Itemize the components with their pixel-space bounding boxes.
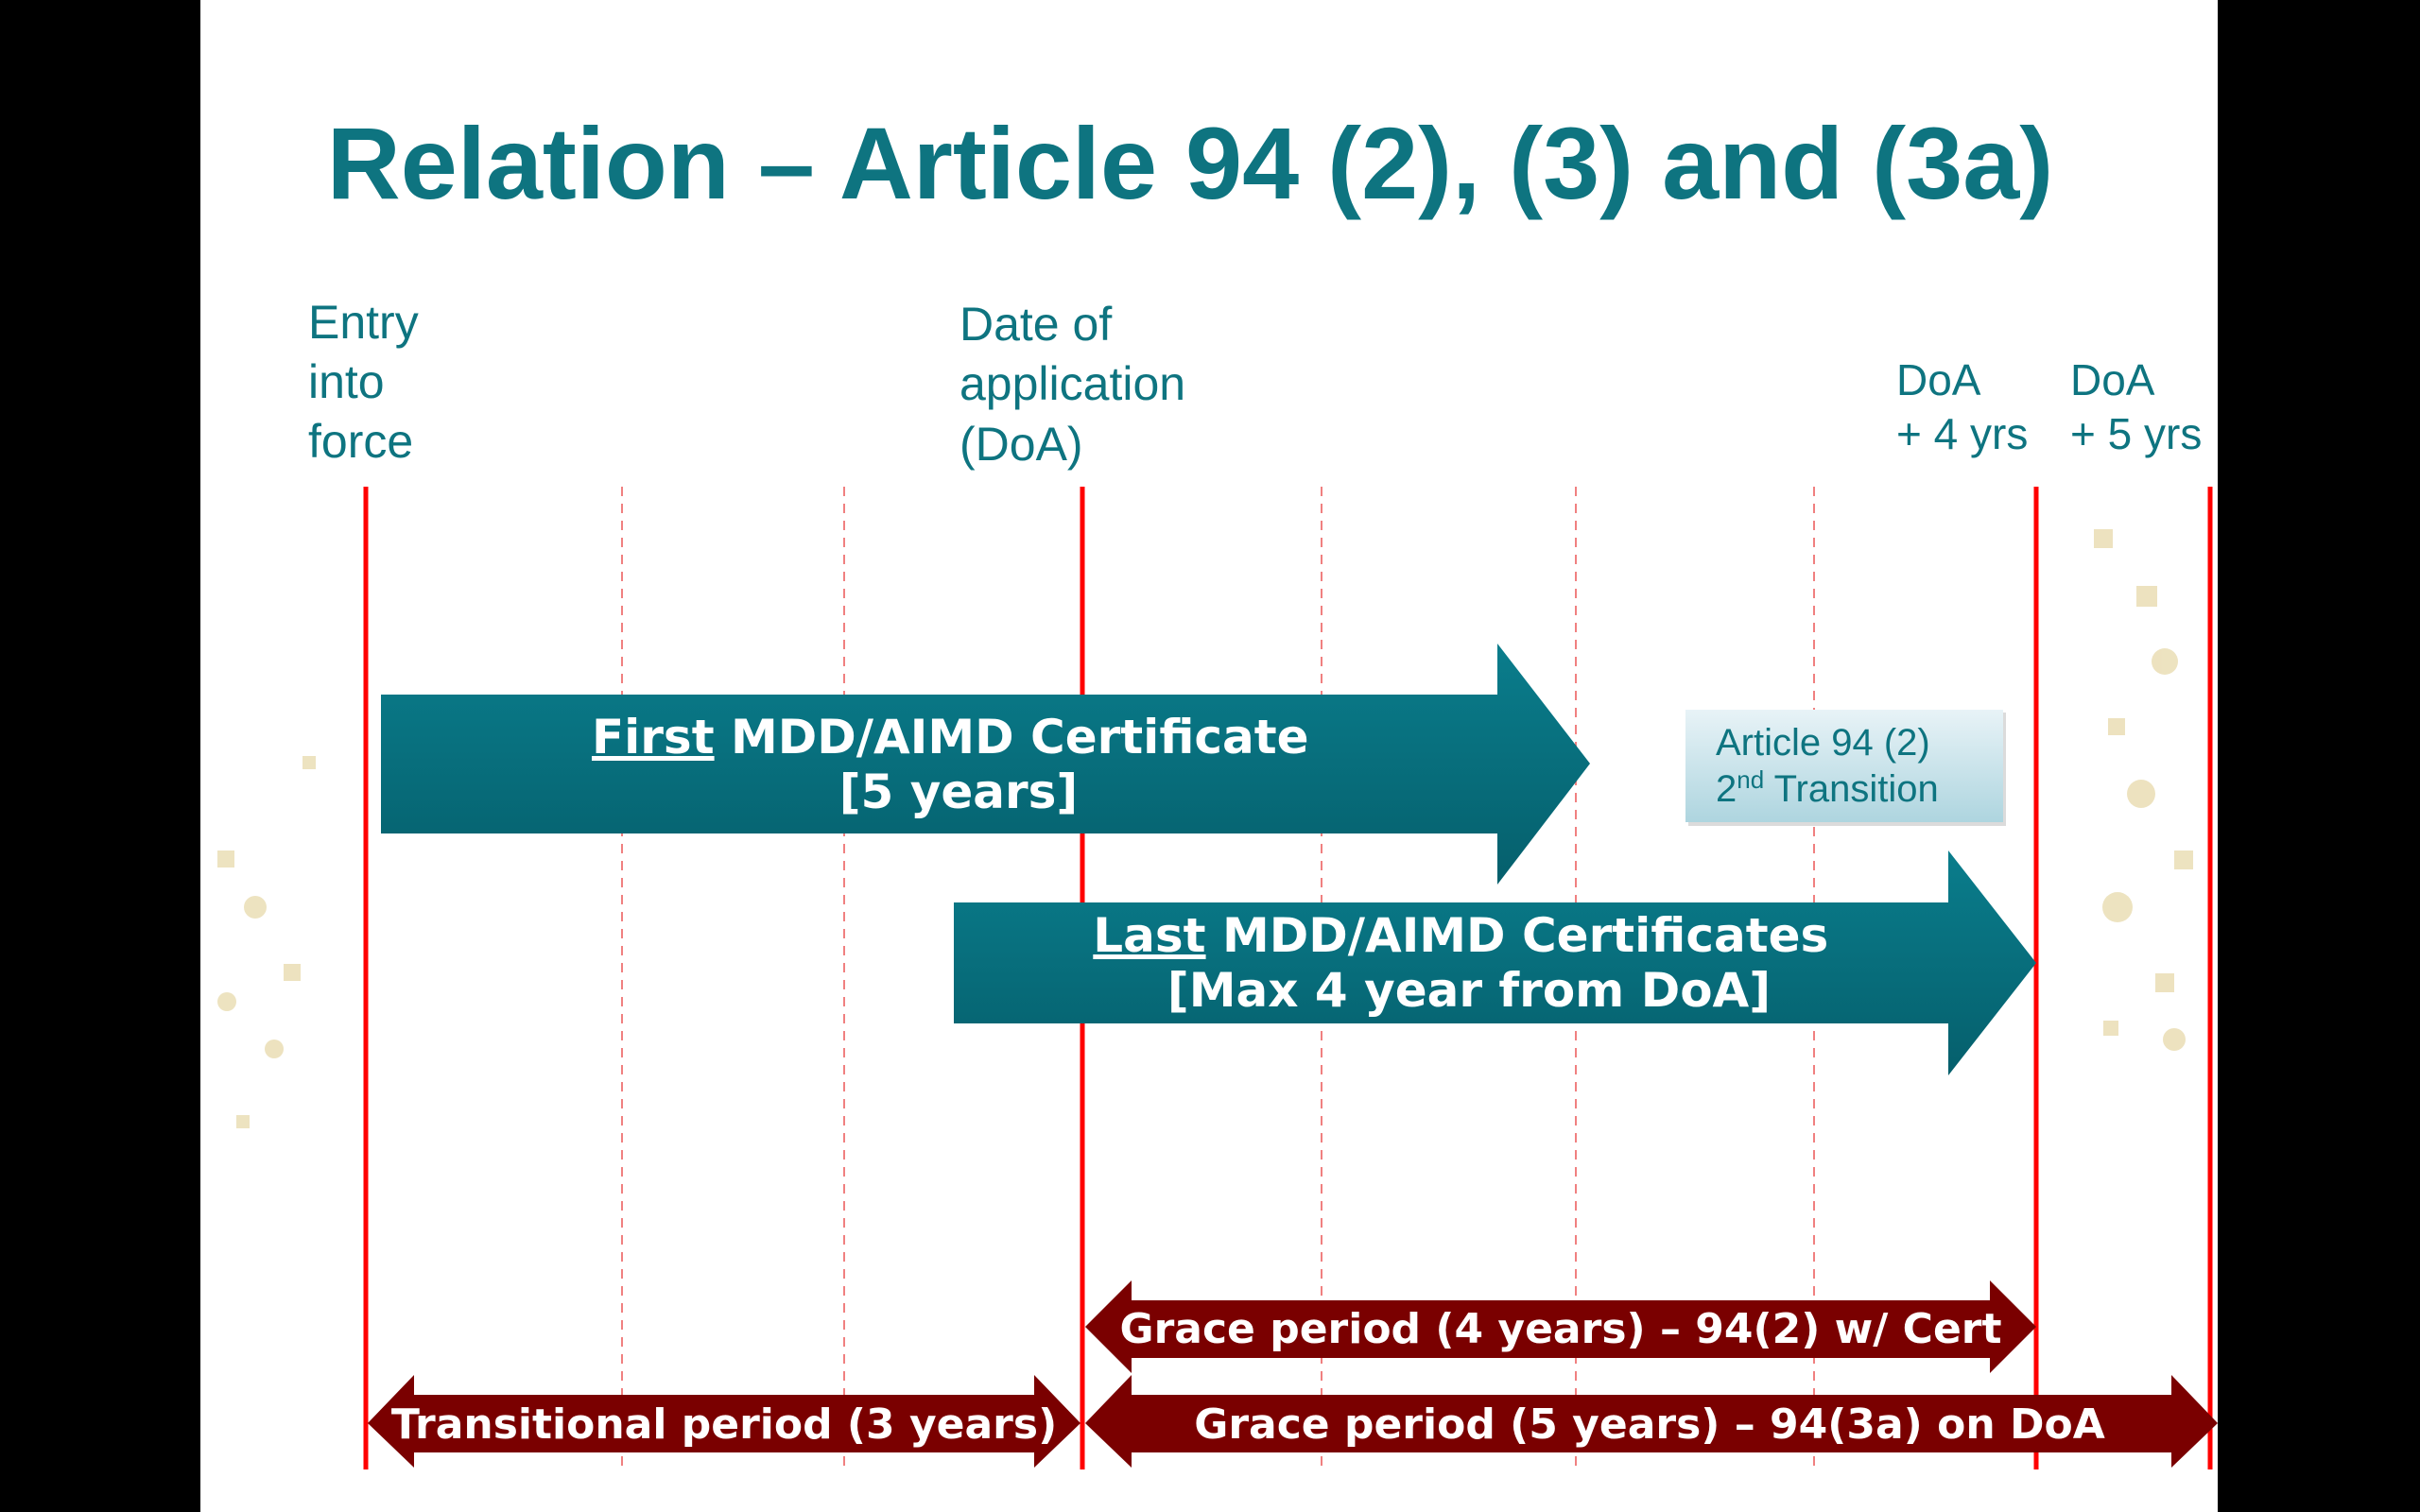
grace-period-5-years-arrow bbox=[1085, 1375, 2218, 1468]
grace-period-4-label: Grace period (4 years) – 94(2) w/ Cert bbox=[1119, 1305, 2001, 1353]
decorative-pattern bbox=[217, 529, 2193, 1128]
article-94-2-callout bbox=[1685, 710, 2003, 822]
label-doa-plus-5: DoA+ 5 yrs bbox=[2070, 355, 2202, 458]
label-doa-plus-4: DoA+ 4 yrs bbox=[1896, 355, 2028, 458]
first-certificate-label: First MDD/AIMD Certificate [5 years] bbox=[592, 710, 1325, 819]
transitional-period-arrow bbox=[368, 1375, 1080, 1468]
grace-period-5-label: Grace period (5 years) – 94(3a) on DoA bbox=[1194, 1400, 2105, 1449]
page-title: Relation – Article 94 (2), (3) and (3a) bbox=[327, 106, 2053, 220]
grace-period-4-years-arrow bbox=[1085, 1280, 2036, 1373]
callout-text: Article 94 (2) 2nd Transition bbox=[1716, 722, 1941, 810]
last-certificate-label: Last MDD/AIMD Certificates [Max 4 year f… bbox=[1093, 908, 1844, 1018]
last-certificate-arrow bbox=[954, 850, 2036, 1075]
first-certificate-arrow bbox=[381, 644, 1590, 885]
transitional-period-label: Transitional period (3 years) bbox=[391, 1400, 1057, 1449]
